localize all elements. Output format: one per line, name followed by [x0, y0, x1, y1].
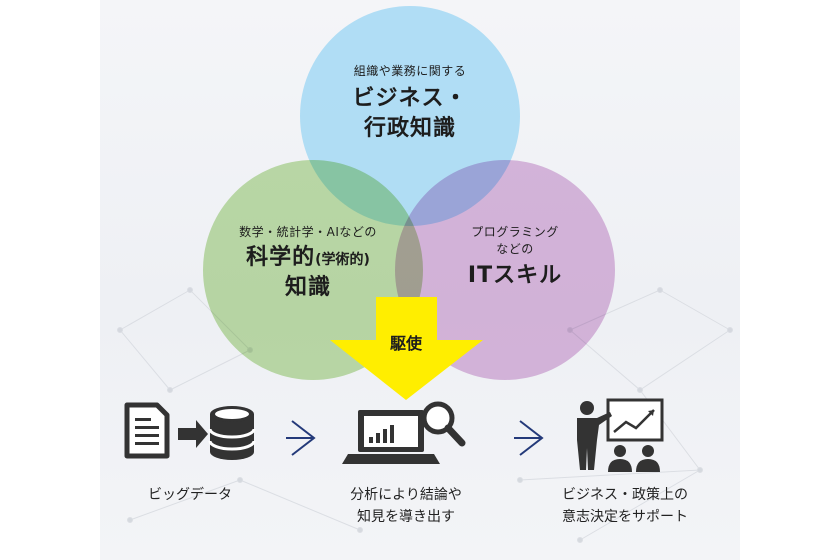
science-circle-subtitle: 数学・統計学・AIなどの — [239, 225, 377, 239]
science-circle-title-paren: (学術的) — [315, 252, 370, 268]
science-circle-title-line2: 知識 — [284, 275, 331, 300]
document-icon — [124, 402, 170, 459]
presenter-icon — [577, 401, 612, 470]
presentation-icon — [577, 398, 664, 472]
step3-caption-line1: ビジネス・政策上の — [562, 487, 688, 503]
it-circle-subtitle-line1: プログラミング — [471, 225, 559, 239]
diagram-panel: 組織や業務に関する ビジネス・ 行政知識 数学・統計学・AIなどの 科学的(学術… — [100, 0, 740, 560]
scientific-knowledge-circle — [203, 160, 423, 380]
laptop-analysis-icon — [342, 401, 466, 464]
step2-caption-line1: 分析により結論や — [350, 487, 462, 503]
business-circle-title-line2: 行政知識 — [363, 116, 456, 141]
it-circle-subtitle-line2: などの — [496, 242, 534, 256]
it-circle-title: ITスキル — [467, 263, 563, 288]
right-arrow-icon — [178, 420, 208, 448]
step1-caption: ビッグデータ — [148, 487, 232, 503]
document-to-database-icon — [124, 402, 256, 460]
laptop-icon — [342, 410, 440, 464]
down-arrow-icon — [330, 297, 483, 400]
audience-icon — [608, 445, 660, 472]
venn-diagram — [203, 6, 615, 400]
science-circle-title-line1: 科学的(学術的) — [208, 243, 408, 273]
flow-icons — [124, 398, 664, 472]
business-circle-title-line1: ビジネス・ — [352, 86, 468, 111]
science-circle-title-main: 科学的 — [246, 245, 316, 270]
step3-caption-line2: 意志決定をサポート — [562, 509, 688, 525]
it-skill-circle — [395, 160, 615, 380]
whiteboard-icon — [606, 398, 664, 442]
business-circle-subtitle: 組織や業務に関する — [353, 64, 467, 78]
network-background — [117, 287, 733, 543]
arrow-label: 駆使 — [389, 334, 422, 353]
magnifier-icon — [421, 401, 466, 447]
step2-caption-line2: 知見を導き出す — [357, 509, 455, 525]
database-icon — [208, 406, 256, 460]
